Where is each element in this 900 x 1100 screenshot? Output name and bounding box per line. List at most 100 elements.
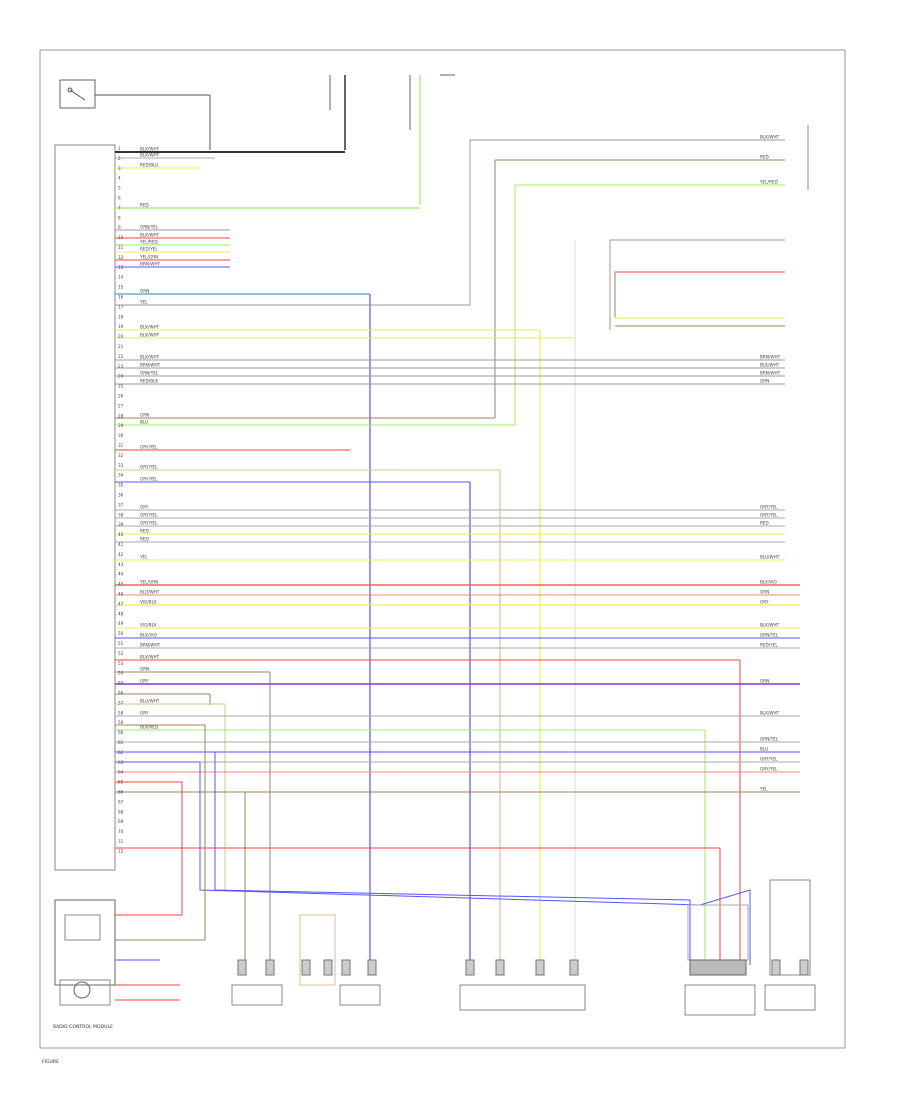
connector-pin-number: 25: [118, 384, 124, 389]
wire-color-label: RED: [140, 537, 149, 542]
connector-pin-number: 67: [118, 799, 124, 804]
wire-color-label: GRN: [140, 667, 149, 672]
connector-pin-number: 8: [118, 215, 121, 220]
connector-pin-number: 24: [118, 374, 124, 379]
wire-color-label: RED/BLU: [140, 163, 158, 168]
wire-color-label: BRN/WHT: [760, 371, 781, 376]
wire-color-label: GRN: [140, 413, 149, 418]
wire-color-label: RED: [760, 155, 769, 160]
connector-pin-number: 49: [118, 621, 124, 626]
wire-color-label: GRN/YEL: [760, 737, 779, 742]
connector-pin-number: 28: [118, 413, 124, 418]
connector-pin-number: 15: [118, 285, 124, 290]
wire-color-label: BRN/WHT: [140, 262, 161, 267]
connector-pin-number: 18: [118, 314, 124, 319]
connector-pin-number: 36: [118, 493, 124, 498]
wire-color-label: GRY/YEL: [760, 513, 778, 518]
connector-pin-number: 23: [118, 364, 124, 369]
connector-pin-number: 32: [118, 453, 124, 458]
wire-color-label: BLK/WHT: [140, 355, 160, 360]
connector-pin-number: 68: [118, 809, 124, 814]
connector-pin-number: 12: [118, 255, 124, 260]
wire-color-label: BLK/WHT: [140, 153, 160, 158]
switch-stubs: [115, 229, 230, 268]
connector-pin-number: 19: [118, 324, 124, 329]
wire-color-label: GRN/YEL: [760, 633, 779, 638]
wire-color-label: GRN: [760, 379, 769, 384]
bottom-component-2: [299, 914, 336, 986]
connector-pin-number: 45: [118, 582, 124, 587]
connector-pin-number: 52: [118, 651, 124, 656]
connector-pin-number: 29: [118, 423, 124, 428]
connector-pin-number: 48: [118, 611, 124, 616]
wire-color-label: BLU/WHT: [140, 590, 160, 595]
connector-pin-number: 57: [118, 700, 124, 705]
connector-pin-number: 71: [118, 839, 124, 844]
connector-pin-number: 59: [118, 720, 124, 725]
wire-color-label: BLK/WHT: [140, 655, 160, 660]
connector-pin-number: 16: [118, 295, 124, 300]
gray-bundle: [115, 359, 785, 385]
connector-pin-number: 4: [118, 176, 121, 181]
connector-pin-number: 39: [118, 522, 124, 527]
connector-pin-number: 47: [118, 601, 124, 606]
wire-color-label: BLU/WHT: [140, 699, 160, 704]
main-connector-block: [54, 144, 116, 871]
connector-pin-number: 2: [118, 156, 121, 161]
connector-pin-number: 63: [118, 760, 124, 765]
bottom-component-4: [459, 959, 586, 1011]
connector-pin-number: 9: [118, 225, 121, 230]
connector-pin-number: 13: [118, 265, 124, 270]
connector-pin-number: 60: [118, 730, 124, 735]
connector-pin-number: 21: [118, 344, 124, 349]
wire-color-label: YEL/RED: [759, 180, 778, 185]
wire-color-label: BLK/RED: [140, 725, 158, 730]
wire-color-label: GRY/YEL: [140, 513, 158, 518]
bottom-component-3: [339, 959, 381, 1006]
connector-pin-number: 30: [118, 433, 124, 438]
wire-color-label: BLK/WHT: [760, 363, 780, 368]
connector-pin-number: 35: [118, 483, 124, 488]
wire-color-label: GRY/YEL: [760, 757, 778, 762]
wire-color-label: GRY/YEL: [140, 445, 158, 450]
wire-color-label: RED/BLK: [140, 379, 158, 384]
wire-color-label: BLK/WHT: [760, 135, 780, 140]
connector-pin-number: 40: [118, 532, 124, 537]
wire-color-label: YEL/GRN: [139, 255, 158, 260]
connector-pin-number: 26: [118, 394, 124, 399]
connector-pin-number: 44: [118, 572, 124, 577]
wire-color-label: BLU: [140, 420, 148, 425]
connector-pin-number: 50: [118, 631, 124, 636]
connector-pin-number: 14: [118, 275, 124, 280]
wire-color-label: GRY/YEL: [140, 465, 158, 470]
wire-color-label: GRN: [140, 289, 149, 294]
connector-pin-number: 3: [118, 166, 121, 171]
wire-color-label: BLK/WHT: [760, 623, 780, 628]
connector-pin-number: 5: [118, 186, 121, 191]
page-label: FIGURE: [42, 1059, 59, 1065]
wire-color-label: BLK/WHT: [760, 711, 780, 716]
connector-pin-number: 7: [118, 205, 121, 210]
bottom-component-1: [231, 959, 283, 1006]
wire-color-label: YEL/RED: [139, 240, 158, 245]
wire-color-label: GRN/YEL: [140, 371, 159, 376]
wire-color-label: GRY/YEL: [760, 505, 778, 510]
connector-pin-number: 61: [118, 740, 124, 745]
wire-color-label: VIO/BLK: [140, 623, 157, 628]
wire-color-label: GRY/YEL: [140, 521, 158, 526]
wire-color-label: BLK/WHT: [140, 233, 160, 238]
connector-numbers: 1234567891011121314151617181920212223242…: [118, 146, 124, 854]
wire-color-label: YEL: [139, 300, 148, 305]
connector-pin-number: 17: [118, 304, 124, 309]
wire-color-label: GRN: [760, 679, 769, 684]
wire-color-label: GRY/YEL: [140, 477, 158, 482]
connector-pin-number: 55: [118, 681, 124, 686]
connector-pin-number: 53: [118, 661, 124, 666]
wire-color-label: GRY: [760, 600, 769, 605]
connector-pin-number: 66: [118, 790, 124, 795]
wire-color-label: BLU/WHT: [760, 555, 780, 560]
wire-color-label: VIO/BLK: [140, 600, 157, 605]
top-left-switch: [59, 79, 211, 150]
connector-pin-number: 65: [118, 780, 124, 785]
connector-pin-number: 1: [118, 146, 121, 151]
